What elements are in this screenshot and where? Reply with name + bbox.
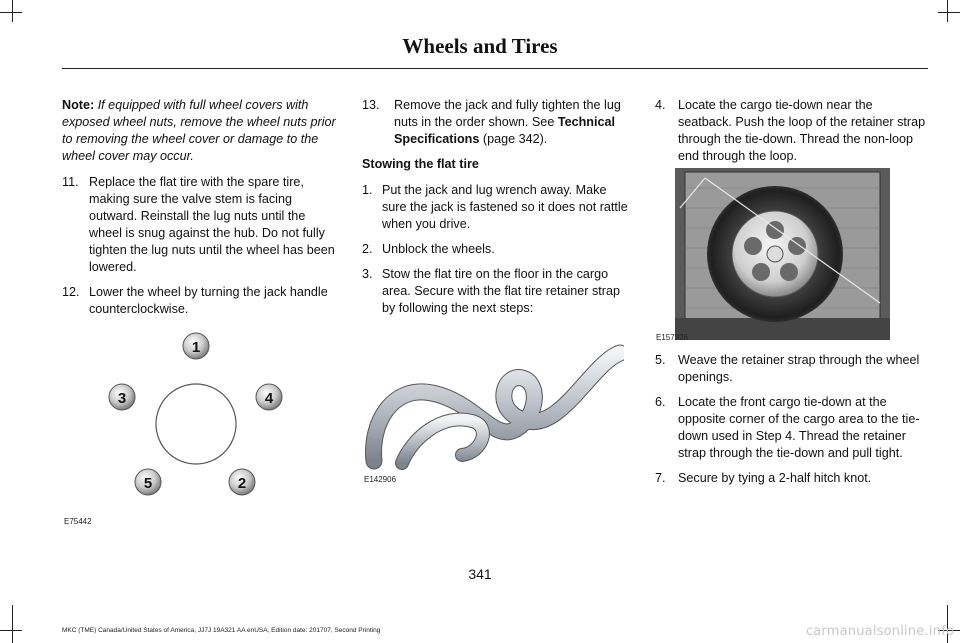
crop-mark	[938, 12, 960, 13]
step-text: Remove the jack and fully tighten the lu…	[394, 98, 621, 146]
crop-mark	[12, 0, 13, 22]
step-number: 12.	[62, 285, 80, 299]
crop-mark	[938, 630, 960, 631]
note-label: Note:	[62, 98, 95, 112]
step-text: Locate the front cargo tie-down at the o…	[678, 395, 920, 460]
column-3-continued: 5. Weave the retainer strap through the …	[655, 352, 927, 495]
step-number: 1.	[362, 183, 373, 197]
list-item: 13. Remove the jack and fully tighten th…	[362, 97, 634, 148]
lug-nut-2: 2	[228, 468, 256, 496]
page-title: Wheels and Tires	[402, 34, 558, 58]
steps-list: 4. Locate the cargo tie-down near the se…	[655, 97, 927, 165]
step-number: 11.	[62, 175, 79, 189]
list-item: 11. Replace the flat tire with the spare…	[62, 174, 337, 276]
step-text: Weave the retainer strap through the whe…	[678, 353, 920, 384]
figure-id: E142906	[364, 475, 397, 484]
section-heading: Stowing the flat tire	[362, 157, 479, 171]
lug-nut-order-figure: 1 3 4 5 2	[108, 332, 283, 496]
spare-tire-cargo-figure	[675, 168, 890, 340]
step-text: Stow the flat tire on the floor in the c…	[382, 267, 620, 315]
list-item: 5. Weave the retainer strap through the …	[655, 352, 927, 386]
edition-footer: MKC (TME) Canada/United States of Americ…	[62, 627, 381, 634]
list-item: 2. Unblock the wheels.	[362, 241, 634, 258]
figure-id: E157926	[656, 333, 689, 342]
strap-knot-figure	[365, 344, 624, 470]
step-text: Put the jack and lug wrench away. Make s…	[382, 183, 628, 231]
step-number: 7.	[655, 471, 666, 485]
note-text: If equipped with full wheel covers with …	[62, 98, 336, 163]
step-number: 5.	[655, 353, 666, 367]
page-number: 341	[468, 566, 492, 582]
step-text: Replace the flat tire with the spare tir…	[89, 175, 335, 274]
list-item: 4. Locate the cargo tie-down near the se…	[655, 97, 927, 165]
step-number: 4.	[655, 98, 666, 112]
step-text: Secure by tying a 2-half hitch knot.	[678, 471, 872, 485]
svg-text:4: 4	[265, 390, 274, 407]
crop-mark	[947, 0, 948, 22]
crop-mark	[947, 605, 948, 643]
lug-nut-1: 1	[182, 332, 210, 360]
figure-id: E75442	[64, 517, 92, 526]
crop-mark	[0, 12, 22, 13]
step-number: 3.	[362, 267, 373, 281]
list-item: 12. Lower the wheel by turning the jack …	[62, 284, 337, 318]
column-2: 13. Remove the jack and fully tighten th…	[362, 97, 634, 325]
lug-nut-4: 4	[255, 383, 283, 411]
column-1: Note: If equipped with full wheel covers…	[62, 97, 337, 326]
list-item: 3. Stow the flat tire on the floor in th…	[362, 266, 634, 317]
crop-mark	[0, 630, 22, 631]
note: Note: If equipped with full wheel covers…	[62, 97, 337, 165]
svg-text:1: 1	[192, 339, 200, 356]
steps-list: 1. Put the jack and lug wrench away. Mak…	[362, 182, 634, 317]
step-number: 13.	[362, 98, 380, 112]
step-number: 6.	[655, 395, 666, 409]
svg-text:5: 5	[144, 475, 152, 492]
list-item: 6. Locate the front cargo tie-down at th…	[655, 394, 927, 462]
lug-nut-3: 3	[108, 383, 136, 411]
title-rule	[62, 68, 928, 69]
steps-list: 13. Remove the jack and fully tighten th…	[362, 97, 634, 148]
column-3: 4. Locate the cargo tie-down near the se…	[655, 97, 927, 173]
crop-mark	[12, 605, 13, 643]
svg-text:2: 2	[238, 475, 246, 492]
watermark: carmanualsonline.info	[805, 624, 954, 639]
step-text: Locate the cargo tie-down near the seatb…	[678, 98, 926, 163]
svg-text:3: 3	[118, 390, 126, 407]
step-number: 2.	[362, 242, 373, 256]
list-item: 7. Secure by tying a 2-half hitch knot.	[655, 470, 927, 487]
hub-circle	[155, 383, 237, 465]
technical-specifications-link[interactable]: Technical Specifications	[394, 115, 615, 146]
steps-list: 5. Weave the retainer strap through the …	[655, 352, 927, 487]
step-text: Unblock the wheels.	[382, 242, 495, 256]
list-item: 1. Put the jack and lug wrench away. Mak…	[362, 182, 634, 233]
lug-nut-5: 5	[134, 468, 162, 496]
step-text: Lower the wheel by turning the jack hand…	[89, 285, 328, 316]
steps-list: 11. Replace the flat tire with the spare…	[62, 174, 337, 318]
